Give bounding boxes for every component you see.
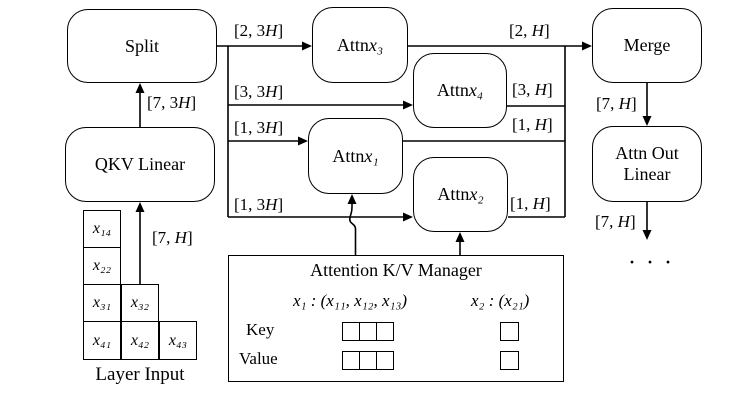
kv-value-slot — [375, 351, 395, 370]
kv-value-label: Value — [239, 349, 278, 368]
attn-x1-label: Attn — [332, 145, 365, 166]
attn-x4-box: Attn x₄ — [413, 53, 507, 128]
attn-out-label-line2: Linear — [623, 164, 671, 184]
split-box: Split — [67, 9, 217, 83]
layer-input-caption: Layer Input — [95, 364, 185, 385]
kv-key-slot — [358, 322, 378, 341]
continuation-ellipsis: · · · — [628, 250, 674, 276]
kv-value-slot — [342, 351, 361, 370]
dim-label-x1-out: [1, H] — [512, 115, 553, 134]
attn-x3-var: x₃ — [368, 34, 384, 55]
attn-x2-label: Attn — [437, 184, 470, 204]
layer-input-cell-x22: x₂₂ — [83, 247, 121, 285]
dim-label-split-to-x1: [1, 3H] — [234, 118, 284, 137]
kv-entry-x1: x₁ : (x₁₁, x₁₂, x₁₃) — [293, 291, 408, 310]
attn-x4-var: x₄ — [468, 80, 484, 100]
attn-x3-label: Attn — [336, 34, 369, 55]
attn-out-linear-box: Attn Out Linear — [592, 126, 702, 202]
qkv-linear-label: QKV Linear — [94, 154, 186, 174]
layer-input-cell-x43: x₄₃ — [159, 321, 197, 360]
dim-label-x4-out: [3, H] — [512, 80, 553, 99]
kv-key-slot — [500, 322, 519, 341]
attn-x2-var: x₂ — [469, 184, 484, 204]
layer-input-cell-x41: x₄₁ — [83, 321, 121, 360]
dim-label-x2-out: [1, H] — [510, 194, 551, 213]
split-label: Split — [124, 35, 159, 56]
layer-input-cell-x42: x₄₂ — [121, 321, 159, 360]
dim-label-qkv-to-split: [7, 3H] — [147, 93, 197, 112]
dim-label-split-to-x3: [2, 3H] — [234, 21, 284, 40]
merge-box: Merge — [592, 8, 702, 83]
kv-value-slot — [358, 351, 378, 370]
kv-key-slots-x1 — [342, 322, 395, 341]
dim-label-input-to-qkv: [7, H] — [152, 228, 193, 247]
qkv-linear-box: QKV Linear — [65, 127, 215, 202]
kv-key-slot — [342, 322, 361, 341]
dim-label-merge-out: [7, H] — [596, 94, 637, 113]
attn-out-label-line1: Attn Out — [615, 143, 679, 163]
dim-label-final-out: [7, H] — [595, 212, 636, 231]
dim-label-split-to-x2: [1, 3H] — [234, 195, 284, 214]
dim-label-x3-to-merge: [2, H] — [509, 21, 550, 40]
arrowheads — [135, 41, 652, 242]
layer-input-cell-x32: x₃₂ — [121, 284, 159, 322]
kv-value-slots-x2 — [500, 351, 519, 370]
merge-label: Merge — [623, 35, 671, 55]
kv-value-slots-x1 — [342, 351, 395, 370]
kv-entry-x2: x₂ : (x₂₁) — [471, 291, 530, 310]
dim-label-split-to-x4: [3, 3H] — [234, 82, 284, 101]
kv-key-label: Key — [246, 320, 275, 339]
attn-x4-label: Attn — [436, 80, 469, 100]
kv-key-slots-x2 — [500, 322, 519, 341]
attn-x3-box: Attn x₃ — [312, 7, 408, 83]
edge-kv-to-attn-x1 — [349, 202, 357, 255]
kv-key-slot — [375, 322, 395, 341]
attn-x1-box: Attn x₁ — [308, 118, 403, 194]
kv-manager-title: Attention K/V Manager — [310, 260, 482, 280]
attn-x1-var: x₁ — [364, 145, 379, 166]
kv-value-slot — [500, 351, 519, 370]
layer-input-cell-x31: x₃₁ — [83, 284, 121, 322]
layer-input-cell-x14: x₁₄ — [83, 210, 121, 248]
attn-x2-box: Attn x₂ — [413, 157, 508, 232]
